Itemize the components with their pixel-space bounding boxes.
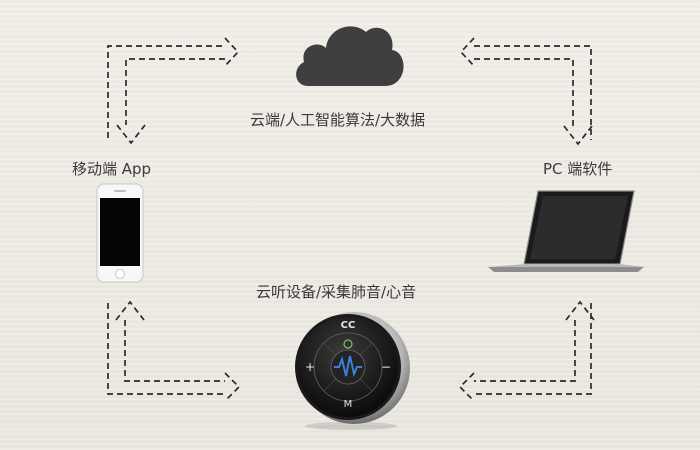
cloud-label: 云端/人工智能算法/大数据 [250,111,426,129]
arrow-stethoscope-pc [458,300,595,402]
device-m-button: M [344,399,353,410]
stethoscope-device-icon: CC + − M [295,312,410,430]
device-minus-button: − [381,360,391,374]
smartphone-icon [96,183,144,283]
stethoscope-label: 云听设备/采集肺音/心音 [256,283,417,301]
arrow-mobile-cloud [107,37,240,145]
device-brand-text: CC [341,320,356,331]
laptop-icon [488,190,644,272]
pc-label: PC 端软件 [543,160,613,178]
arrow-cloud-pc [459,37,593,146]
device-plus-button: + [305,360,315,374]
arrow-stethoscope-mobile [107,300,241,402]
cloud-icon [296,26,404,87]
mobile-label: 移动端 App [72,160,152,178]
